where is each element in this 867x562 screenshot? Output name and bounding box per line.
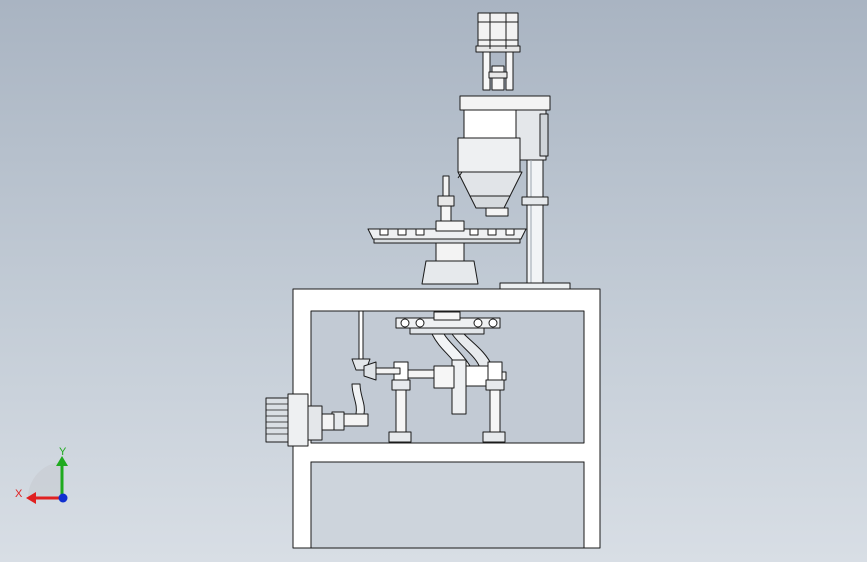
x-axis-arrowhead (26, 492, 36, 504)
gearbox[interactable] (331, 310, 507, 443)
z-axis-dot (58, 493, 68, 503)
axis-triad: Y X (15, 446, 68, 504)
y-axis-label: Y (59, 446, 67, 458)
motor-top[interactable] (475, 12, 521, 91)
turntable[interactable] (367, 175, 527, 285)
side-motor[interactable] (265, 393, 335, 447)
x-axis-label: X (15, 488, 23, 500)
support-column[interactable] (499, 159, 571, 290)
y-axis-arrowhead (56, 456, 68, 466)
hopper[interactable] (457, 95, 551, 217)
